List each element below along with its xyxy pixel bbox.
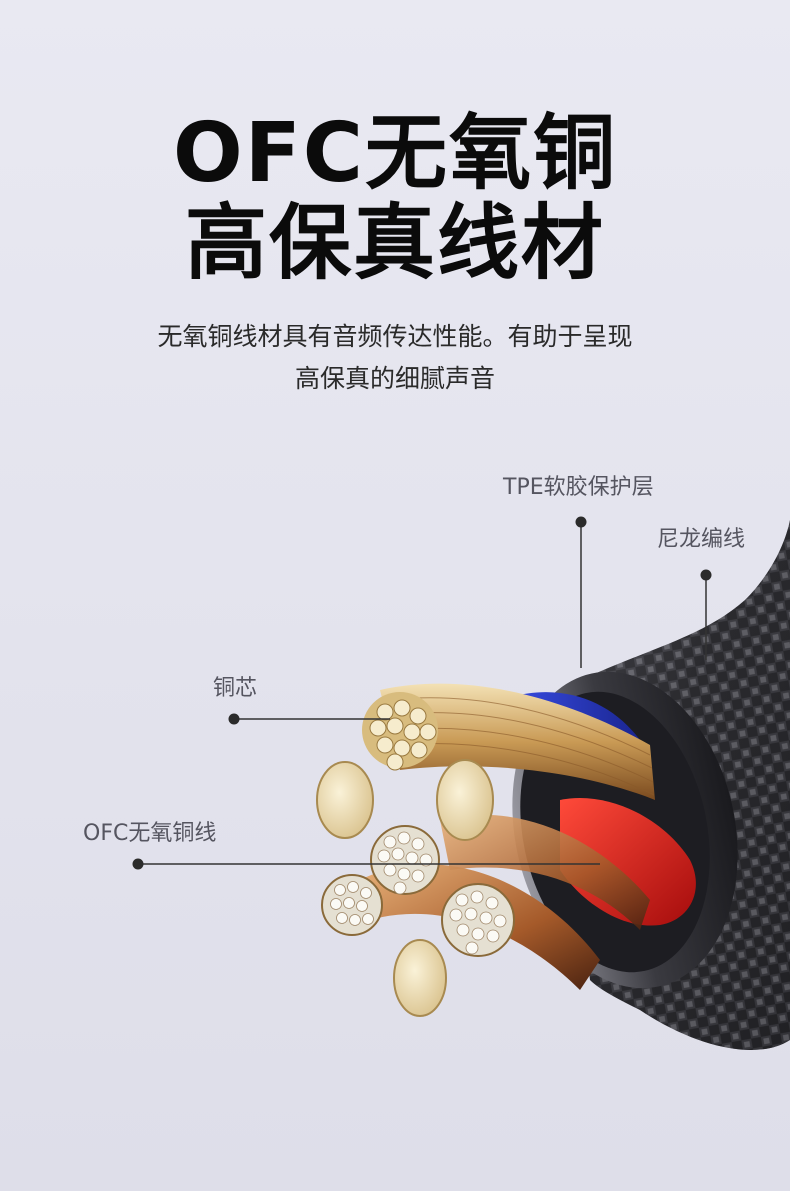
subtitle-line-1: 无氧铜线材具有音频传达性能。有助于呈现 (157, 322, 633, 351)
headline-line-1: OFC无氧铜 (173, 106, 617, 201)
tpe-callout-dot (575, 516, 587, 528)
ofc-callout-dot (132, 858, 144, 870)
strand-bundle-face (441, 883, 515, 957)
nylon-braid-label: 尼龙编线 (657, 527, 746, 552)
strand-bundle-face (321, 874, 383, 936)
strand-bundle-face (370, 825, 440, 895)
solid-wire-end (393, 939, 447, 1017)
core-callout-dot (228, 713, 240, 725)
ofc-wire-label: OFC无氧铜线 (83, 821, 217, 846)
solid-wire-end (316, 761, 374, 839)
copper-core-label: 铜芯 (213, 676, 258, 701)
subtitle-line-2: 高保真的细腻声音 (294, 364, 495, 393)
tpe-layer-label: TPE软胶保护层 (503, 475, 654, 500)
headline-line-2: 高保真线材 (184, 196, 605, 291)
solid-wire-end (436, 759, 494, 841)
nylon-callout-dot (700, 569, 712, 581)
